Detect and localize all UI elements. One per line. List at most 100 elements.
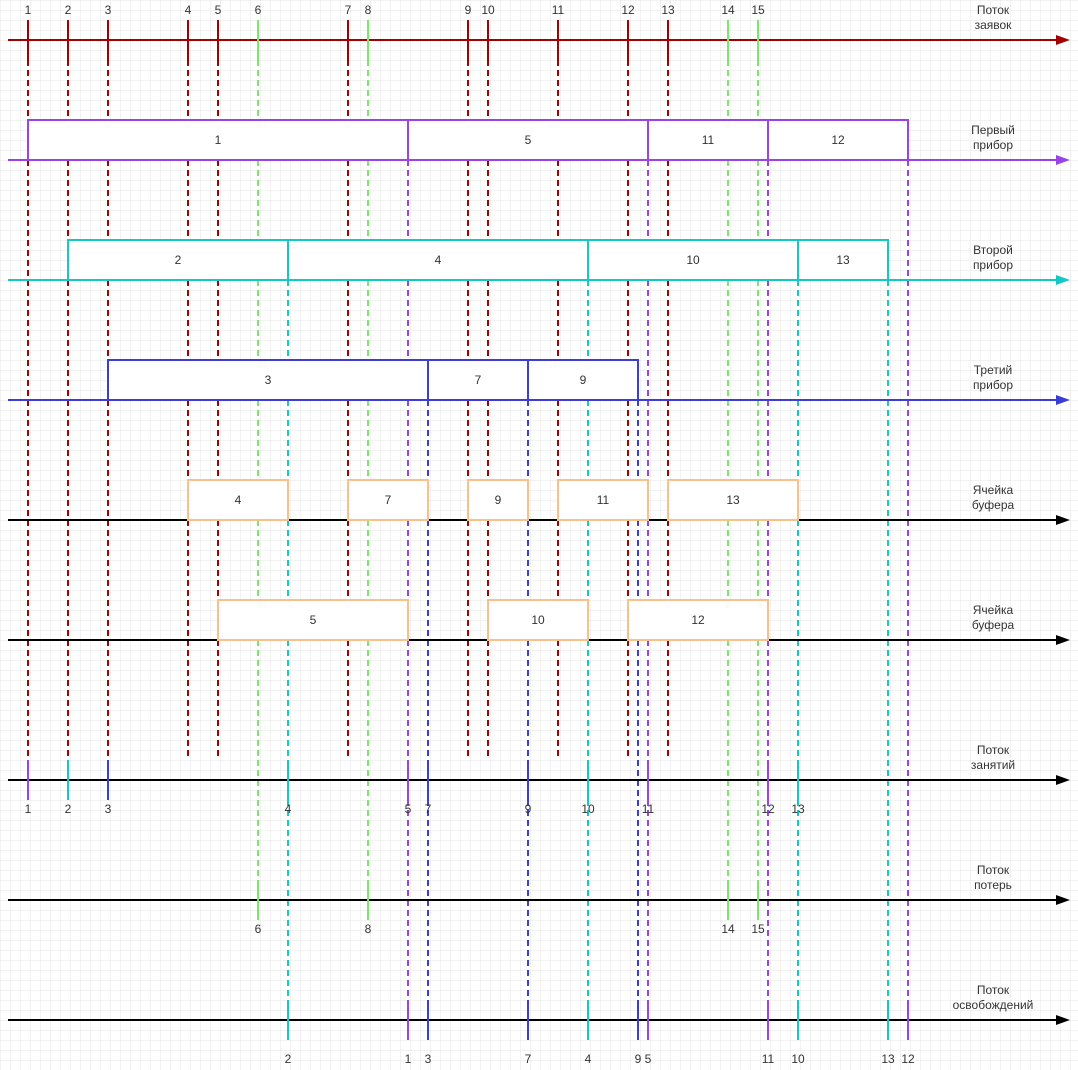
- arrowhead-device2: [1056, 275, 1070, 285]
- service-box-label: 13: [836, 253, 850, 267]
- release-label: 1: [405, 1052, 412, 1066]
- service-box-label: 12: [831, 133, 845, 147]
- buffer-box-9: [467, 479, 529, 521]
- release-label: 3: [425, 1052, 432, 1066]
- axis-label-line: Поток: [977, 743, 1010, 757]
- service-box-label: 5: [525, 133, 532, 147]
- buffer-box-label: 10: [531, 613, 545, 627]
- occupancy-label: 4: [285, 802, 292, 816]
- occupancy-label: 1: [25, 802, 32, 816]
- loss-label: 6: [255, 922, 262, 936]
- axis-label-line: Второй: [973, 243, 1013, 257]
- buffer-box-7: [347, 479, 429, 521]
- occupancy-label: 5: [405, 802, 412, 816]
- buffer-box-label: 7: [385, 493, 392, 507]
- axis-label-line: Ячейка: [973, 603, 1014, 617]
- arrival-label: 11: [552, 3, 565, 17]
- occupancy-label: 10: [581, 802, 595, 816]
- arrival-label: 4: [185, 3, 192, 17]
- buffer-box-label: 13: [726, 493, 740, 507]
- arrowhead-buffer2: [1056, 635, 1070, 645]
- arrival-label: 10: [481, 3, 495, 17]
- arrowhead-occupancy: [1056, 775, 1070, 785]
- arrival-label: 3: [105, 3, 112, 17]
- arrival-label: 7: [345, 3, 352, 17]
- axis-label-line: занятий: [971, 758, 1015, 772]
- buffer-box-10: [487, 599, 589, 641]
- buffer-box-label: 5: [310, 613, 317, 627]
- arrival-label: 6: [255, 3, 262, 17]
- occupancy-label: 7: [425, 802, 432, 816]
- arrowhead-buffer1: [1056, 515, 1070, 525]
- axis-label-line: потерь: [974, 878, 1012, 892]
- buffer-box-label: 4: [235, 493, 242, 507]
- occupancy-label: 9: [525, 802, 532, 816]
- release-label: 4: [585, 1052, 592, 1066]
- service-box-label: 3: [265, 373, 272, 387]
- buffer-box-label: 9: [495, 493, 502, 507]
- service-box-12: [767, 119, 909, 161]
- buffer-box-11: [557, 479, 649, 521]
- service-box-10: [587, 239, 799, 281]
- service-box-4: [287, 239, 589, 281]
- arrival-label: 13: [661, 3, 675, 17]
- service-box-label: 11: [702, 133, 715, 147]
- service-box-7: [427, 359, 529, 401]
- service-box-label: 9: [580, 373, 587, 387]
- axis-label-line: освобождений: [953, 998, 1034, 1012]
- arrival-label: 12: [621, 3, 635, 17]
- arrowhead-device3: [1056, 395, 1070, 405]
- service-box-label: 7: [475, 373, 482, 387]
- arrival-label: 14: [721, 3, 735, 17]
- release-label: 12: [901, 1052, 915, 1066]
- arrival-label: 5: [215, 3, 222, 17]
- service-box-9: [527, 359, 639, 401]
- arrival-label: 15: [751, 3, 765, 17]
- buffer-box-13: [667, 479, 799, 521]
- axis-label-line: Поток: [977, 3, 1010, 17]
- arrowhead-releases: [1056, 1015, 1070, 1025]
- event-ticks: [27, 20, 909, 1040]
- service-box-13: [797, 239, 889, 281]
- loss-label: 15: [751, 922, 765, 936]
- axis-label-line: Третий: [974, 363, 1013, 377]
- arrival-label: 9: [465, 3, 472, 17]
- service-box-label: 1: [215, 133, 222, 147]
- axis-label-line: заявок: [975, 18, 1013, 32]
- service-box-label: 4: [435, 253, 442, 267]
- service-box-label: 10: [686, 253, 700, 267]
- buffer-box-label: 12: [691, 613, 705, 627]
- arrowhead-device1: [1056, 155, 1070, 165]
- buffer-box-12: [627, 599, 769, 641]
- service-box-3: [107, 359, 429, 401]
- axis-label-line: прибор: [973, 378, 1013, 392]
- occupancy-label: 2: [65, 802, 72, 816]
- arrowhead-losses: [1056, 895, 1070, 905]
- service-box-1: [27, 119, 409, 161]
- occupancy-label: 13: [791, 802, 805, 816]
- occupancy-label: 11: [642, 802, 655, 816]
- axis-label-line: прибор: [973, 138, 1013, 152]
- buffer-box-5: [217, 599, 409, 641]
- loss-label: 8: [365, 922, 372, 936]
- service-box-11: [647, 119, 769, 161]
- axis-label-line: Поток: [977, 863, 1010, 877]
- release-label: 7: [525, 1052, 532, 1066]
- occupancy-label: 3: [105, 802, 112, 816]
- arrowhead-arrivals: [1056, 35, 1070, 45]
- arrival-label: 1: [25, 3, 32, 17]
- axis-label-line: прибор: [973, 258, 1013, 272]
- axis-label-line: Поток: [977, 983, 1010, 997]
- release-label: 13: [881, 1052, 895, 1066]
